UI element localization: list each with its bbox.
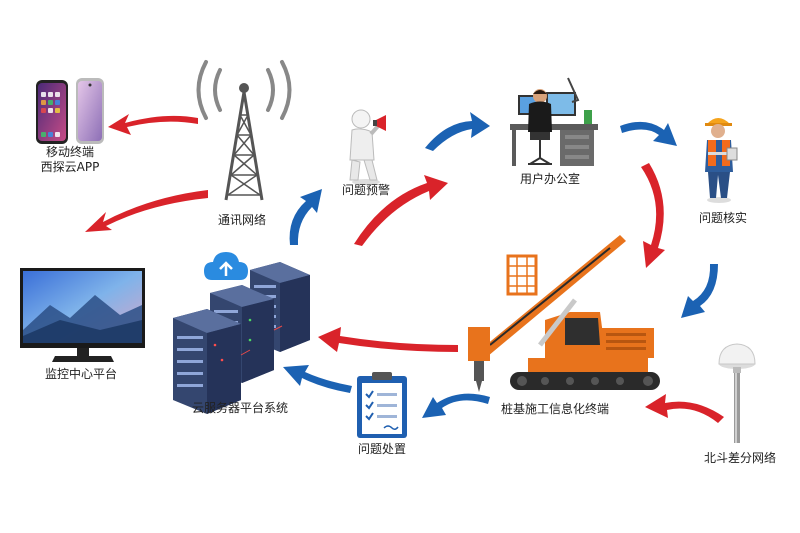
arrow-machine-to-cloud [318, 327, 458, 352]
office-label: 用户办公室 [519, 172, 580, 186]
pile-driver-icon [468, 235, 660, 392]
gnss-antenna-icon [718, 343, 756, 443]
arrow-cloud-to-office [354, 175, 448, 246]
engineer-icon [705, 118, 738, 203]
clipboard-icon [357, 372, 407, 438]
cloud-upload-icon [204, 252, 248, 280]
arrow-tower-to-monitor [85, 190, 208, 232]
beidou-label: 北斗差分网络 [703, 451, 776, 465]
arrow-office-to-verify [620, 121, 677, 146]
handling-label: 问题处置 [357, 442, 406, 456]
tower-icon [196, 60, 292, 201]
mobile-label: 移动终端 西探云APP [34, 145, 106, 175]
office-worker-icon [510, 77, 598, 166]
flow-arrows [85, 112, 724, 423]
phone-icon [36, 78, 104, 144]
megaphone-person-icon [349, 109, 386, 185]
arrow-machine-to-handling [422, 393, 490, 418]
monitor-icon [20, 268, 145, 362]
machine-label: 桩基施工信息化终端 [500, 402, 609, 416]
mobile-label-line1: 移动终端 [45, 145, 94, 159]
tower-label: 通讯网络 [217, 213, 266, 227]
arrow-beidou-to-machine [645, 394, 724, 423]
arrow-tower-to-mobile [108, 114, 198, 135]
arrow-cloud-to-tower [289, 189, 322, 245]
server-rack-icon [173, 262, 310, 414]
arrow-handling-to-cloud [283, 365, 352, 393]
monitor-label: 监控中心平台 [44, 367, 117, 381]
arrow-office-to-machine [641, 163, 665, 268]
arrow-verify-to-machine [681, 264, 718, 318]
cloud-label: 云服务器平台系统 [191, 401, 288, 415]
mobile-label-line2: 西探云APP [40, 160, 100, 174]
verify-label: 问题核实 [698, 211, 747, 225]
arrow-warning-to-office [425, 112, 490, 151]
warning-label: 问题预警 [341, 183, 390, 197]
